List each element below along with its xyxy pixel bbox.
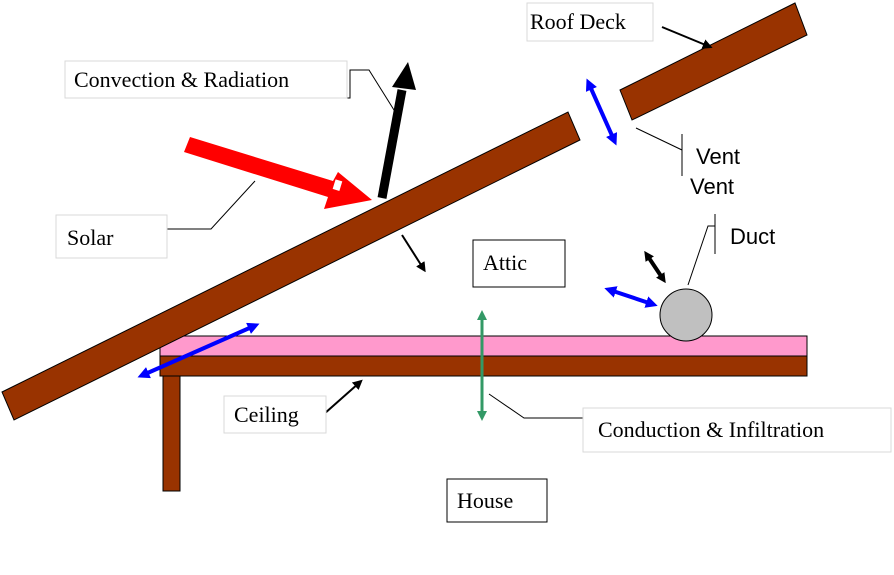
ceiling-leader-arrow <box>323 379 363 415</box>
house-label: House <box>457 488 513 513</box>
vent-label-1: Vent <box>696 144 740 169</box>
duct-airflow-arrow <box>604 286 658 308</box>
attic-label: Attic <box>483 250 527 275</box>
ceiling-label-box <box>223 395 327 434</box>
solar-label: Solar <box>67 225 114 250</box>
duct-heat-arrow <box>644 250 666 284</box>
attic-heat-arrow <box>401 234 426 273</box>
solar-arrow-notch <box>332 179 343 191</box>
conduction-leader-line <box>488 393 584 452</box>
roof-deck-label-box <box>526 2 654 42</box>
convection-leader-line <box>346 61 400 119</box>
convection-radiation-arrowhead <box>392 62 416 90</box>
solar-leader-line <box>166 180 256 258</box>
roof-deck-leader-arrow <box>661 26 713 49</box>
vent-label-2: Vent <box>690 174 734 199</box>
duct-label: Duct <box>730 224 775 249</box>
roof-deck-label: Roof Deck <box>530 9 626 34</box>
house-label-box <box>446 478 548 523</box>
house-wall <box>162 375 181 492</box>
vent-leader-line <box>635 127 683 176</box>
eave-airflow-arrow <box>137 322 260 379</box>
solar-arrow <box>184 137 372 209</box>
duct-leader-line <box>687 214 716 286</box>
conduction-infiltration-label: Conduction & Infiltration <box>598 417 824 442</box>
vent-airflow-arrow <box>585 78 618 146</box>
convection-radiation-label: Convection & Radiation <box>74 67 289 92</box>
ceiling-label: Ceiling <box>234 402 299 427</box>
solar-label-box <box>55 214 168 259</box>
duct <box>659 288 713 342</box>
convection-label-box <box>64 60 348 99</box>
convection-radiation-arrow <box>377 89 407 199</box>
roof-deck-upper <box>619 2 808 121</box>
attic-label-box <box>472 239 566 288</box>
conduction-label-box <box>582 407 892 453</box>
